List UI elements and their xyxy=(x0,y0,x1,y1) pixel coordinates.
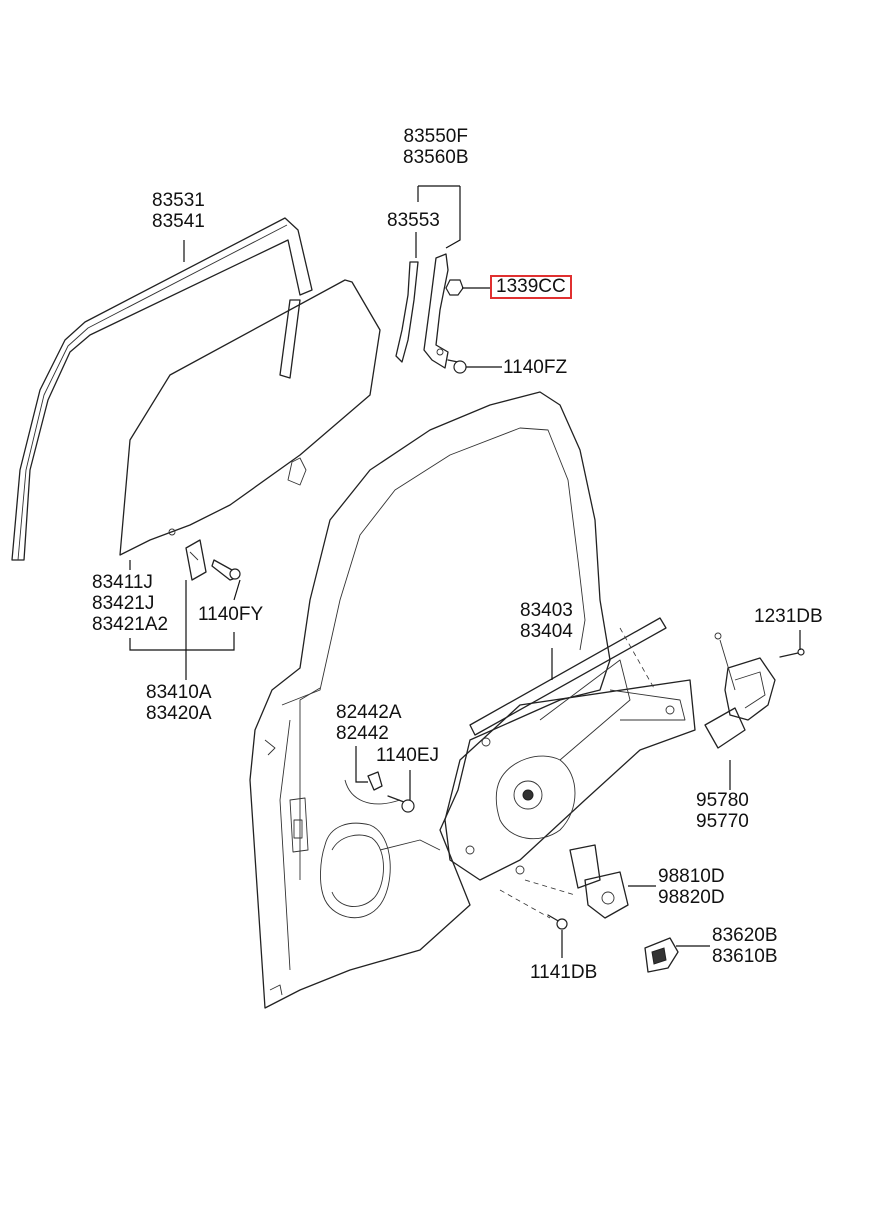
label-line: 83421A2 xyxy=(92,614,169,635)
glass-bolt[interactable] xyxy=(211,559,241,581)
label-line: 95770 xyxy=(696,811,749,832)
callout-glass-channel[interactable]: 83531 83541 xyxy=(152,190,205,232)
inside-handle[interactable] xyxy=(644,937,679,973)
door-sash[interactable] xyxy=(423,253,449,369)
callout-sash-assy[interactable]: 83550F 83560B xyxy=(403,126,469,168)
callout-glass-assy[interactable]: 83410A 83420A xyxy=(146,682,212,724)
callout-handle[interactable]: 83620B 83610B xyxy=(712,925,778,967)
callout-nut-highlighted[interactable]: 1339CC xyxy=(490,275,572,299)
label-line: 95780 xyxy=(696,790,749,811)
label-line: 83404 xyxy=(520,621,573,642)
regulator-motor[interactable] xyxy=(569,844,629,919)
harness-clip[interactable] xyxy=(367,771,383,791)
callout-bolt-sash[interactable]: 1140FZ xyxy=(503,357,567,378)
label-line: 98810D xyxy=(658,866,725,887)
window-regulator[interactable] xyxy=(444,617,696,881)
label-line: 83550F xyxy=(403,126,468,147)
sash-channel[interactable] xyxy=(395,261,419,363)
regulator-bolt[interactable] xyxy=(547,914,568,930)
label-line: 82442 xyxy=(336,723,389,744)
glass-run-channel[interactable] xyxy=(11,217,313,561)
glass-bracket[interactable] xyxy=(185,539,207,581)
label-line: 1339CC xyxy=(496,276,566,297)
callout-bolt-glass[interactable]: 1140FY xyxy=(198,604,263,625)
callout-latch[interactable]: 95780 95770 xyxy=(696,790,749,832)
door-glass[interactable] xyxy=(119,279,381,556)
callout-glass[interactable]: 83411J 83421J 83421A2 xyxy=(92,572,168,635)
door-panel xyxy=(249,391,611,1009)
assembly-guides xyxy=(499,627,656,919)
label-line: 83620B xyxy=(712,925,778,946)
label-line: 83531 xyxy=(152,190,205,211)
label-line: 98820D xyxy=(658,887,725,908)
label-line: 1231DB xyxy=(754,606,823,627)
label-line: 83610B xyxy=(712,946,778,967)
label-line: 1141DB xyxy=(530,962,598,983)
label-line: 82442A xyxy=(336,702,402,723)
door-latch[interactable] xyxy=(704,632,776,749)
callout-motor[interactable]: 98810D 98820D xyxy=(658,866,725,908)
label-line: 83541 xyxy=(152,211,205,232)
label-line: 83403 xyxy=(520,600,573,621)
callout-bolt-regulator[interactable]: 1141DB xyxy=(530,962,597,983)
label-line: 83560B xyxy=(403,147,469,168)
label-line: 83421J xyxy=(92,593,155,614)
clip-bolt[interactable] xyxy=(387,795,415,813)
label-line: 83410A xyxy=(146,682,212,703)
callout-bolt-clip[interactable]: 1140EJ xyxy=(376,745,439,766)
callout-screw-latch[interactable]: 1231DB xyxy=(754,606,823,627)
label-line: 83420A xyxy=(146,703,212,724)
label-line: 83411J xyxy=(92,572,153,593)
label-line: 1140FY xyxy=(198,604,264,625)
sash-nut[interactable] xyxy=(445,279,464,296)
leader-lines xyxy=(129,185,801,958)
label-line: 1140EJ xyxy=(376,745,440,766)
callout-sash-channel[interactable]: 83553 xyxy=(387,210,440,231)
latch-screw[interactable] xyxy=(779,648,805,658)
label-line: 83553 xyxy=(387,210,440,231)
callout-regulator[interactable]: 83403 83404 xyxy=(520,600,573,642)
callout-harness-clip[interactable]: 82442A 82442 xyxy=(336,702,402,744)
label-line: 1140FZ xyxy=(503,357,568,378)
